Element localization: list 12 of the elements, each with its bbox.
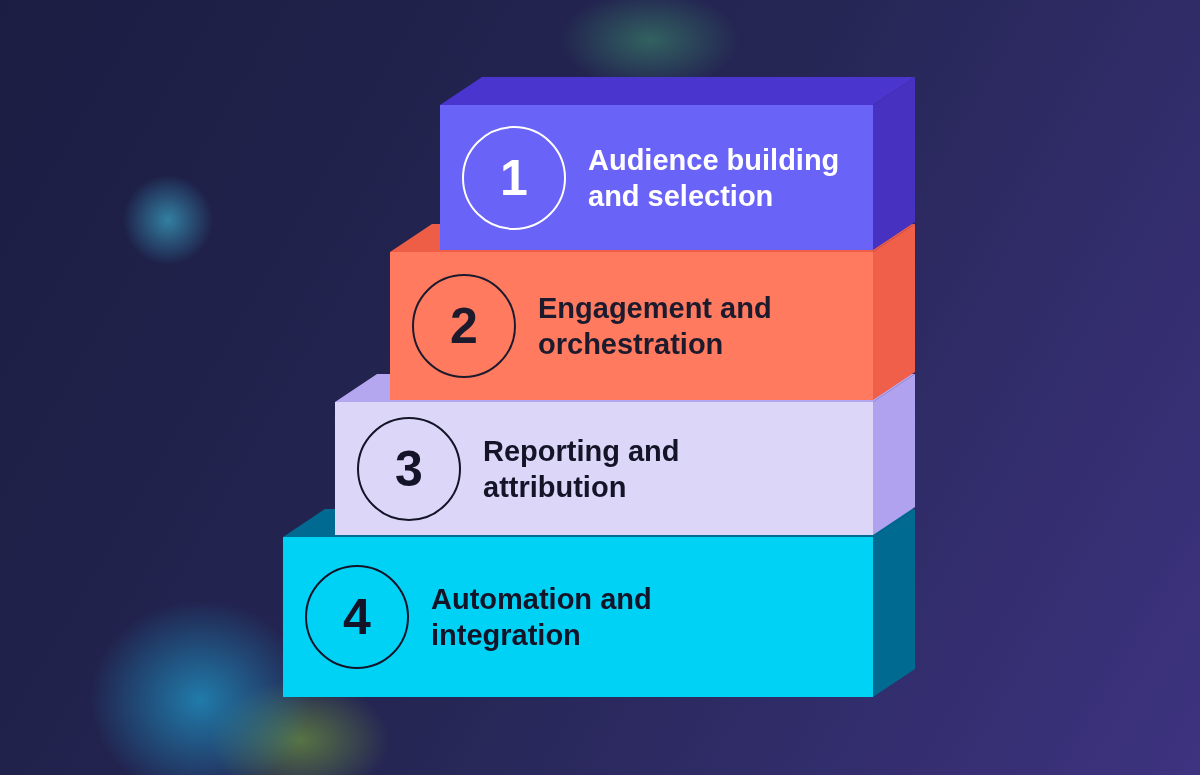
step-title: Automation and integration — [431, 582, 653, 653]
number-circle: 3 — [357, 416, 461, 521]
number-circle: 2 — [412, 274, 516, 378]
step-title: Engagement and orchestration — [538, 291, 773, 362]
step-block — [335, 402, 915, 535]
step-title: Reporting and attribution — [483, 433, 681, 505]
step-block — [283, 537, 915, 697]
step-block — [440, 77, 915, 250]
number-circle: 4 — [305, 565, 409, 669]
step-title: Audience building and selection — [588, 142, 841, 214]
number-circle: 1 — [462, 125, 566, 230]
step-block — [390, 252, 915, 400]
